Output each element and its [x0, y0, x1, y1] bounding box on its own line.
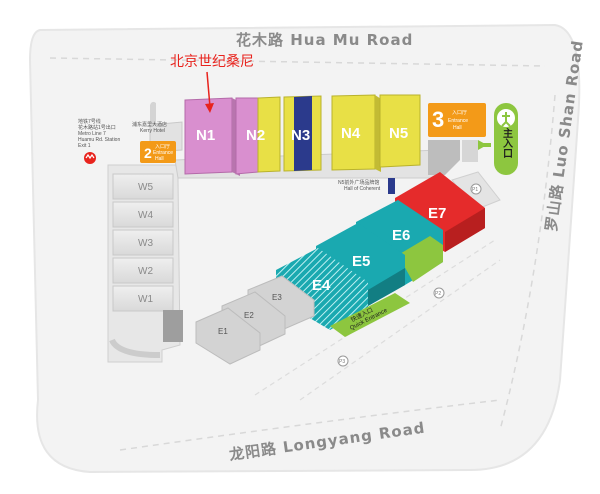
- hall-n5-label: N5: [389, 125, 408, 142]
- hall-w2-label: W2: [138, 266, 153, 277]
- entrance-hall-3-building: [428, 140, 460, 175]
- hall-of-coherent-en: Hall of Coherent: [344, 186, 381, 192]
- entrance-hall-3-zh: 入口厅: [452, 110, 467, 116]
- inner-road-line: [254, 239, 496, 396]
- entrance-hall-2-en2: Hall: [155, 156, 164, 162]
- hall-n5[interactable]: [379, 94, 421, 168]
- annotation-arrow-head: [205, 103, 214, 113]
- entrance-hall-2-zh: 入口厅: [155, 144, 170, 150]
- hall-n2-yellow: [257, 96, 281, 173]
- entrance-hall-3-en1: Entrance: [448, 118, 468, 124]
- hall-n2-label: N2: [246, 127, 265, 144]
- parking-p3-icon: [337, 355, 349, 367]
- metro-info: 地铁7号线 花木路站1号出口 Metro Line 7 Huamu Rd. St…: [78, 118, 120, 164]
- north-road-label: 花木路 Hua Mu Road: [236, 31, 413, 49]
- hall-n4-label: N4: [341, 125, 361, 142]
- hall-n3-label: N3: [291, 127, 310, 144]
- entrance-hall-3[interactable]: [428, 103, 486, 137]
- hotel-label-en: Kerry Hotel: [140, 128, 165, 134]
- hall-e3-label: E3: [272, 293, 282, 302]
- hall-e1-label: E1: [218, 327, 228, 336]
- metro-line4: Huamu Rd. Station: [78, 137, 120, 143]
- pedestrian-icon: [501, 112, 511, 127]
- west-halls: W5 W4 W3 W2 W1: [112, 173, 174, 312]
- hall-e6-green: [398, 236, 443, 282]
- hall-w2[interactable]: [112, 257, 174, 284]
- hall-e4-label: E4: [312, 277, 331, 294]
- connector-block: [163, 310, 183, 342]
- parking-p2-label: P2: [435, 291, 441, 297]
- hall-w1-label: W1: [138, 294, 153, 305]
- hall-w4-label: W4: [138, 210, 153, 221]
- hall-w3[interactable]: [112, 229, 174, 256]
- hall-e7-side: [445, 208, 485, 252]
- north-road-line: [49, 57, 546, 67]
- quick-entrance[interactable]: [330, 293, 410, 337]
- entrance-hall-3-num: 3: [432, 107, 444, 132]
- parking-p3-label: P3: [339, 359, 345, 365]
- entrance-hall-3-annex: [462, 140, 478, 162]
- entrance-hall-2-num: 2: [144, 145, 152, 161]
- south-road-line: [119, 399, 501, 451]
- hall-w4[interactable]: [112, 201, 174, 228]
- hall-w1[interactable]: [112, 285, 174, 312]
- main-entrance-arrow: [478, 140, 487, 150]
- hall-e5-side: [368, 268, 405, 306]
- inner-road-line-2: [299, 259, 501, 401]
- parking-p1-label: P1: [472, 187, 478, 193]
- hall-n1-label: N1: [196, 127, 215, 144]
- hall-e5-label: E5: [352, 253, 370, 270]
- hall-e6-label: E6: [392, 227, 410, 244]
- hall-e7-label: E7: [428, 205, 446, 222]
- hall-n3[interactable]: [294, 96, 312, 171]
- annotation-label: 北京世纪桑尼: [170, 54, 254, 70]
- hall-w5-label: W5: [138, 182, 153, 193]
- metro-line2: 花木路站1号出口: [78, 124, 116, 131]
- hall-w5[interactable]: [112, 173, 174, 200]
- hall-w3-label: W3: [138, 238, 153, 249]
- hall-of-coherent[interactable]: [388, 178, 395, 194]
- hotel-label-zh: 浦东嘉里大酒店: [132, 121, 167, 128]
- metro-line3: Metro Line 7: [78, 131, 106, 137]
- annotation-arrow-line: [206, 71, 211, 108]
- east-road-line: [499, 94, 556, 431]
- east-halls: E7 E6 E5 E4 E3 E2 E1: [195, 172, 485, 365]
- parking-p2-icon: [433, 287, 445, 299]
- metro-line1: 地铁7号线: [78, 118, 101, 125]
- main-entrance-arrow-stem: [483, 143, 491, 147]
- main-entrance-label: 主入口: [501, 127, 513, 158]
- north-halls: N1 N2 N3 N4 N5: [184, 94, 421, 176]
- entrance-hall-2-en1: Entrance: [153, 150, 173, 156]
- entrance-hall-2[interactable]: [140, 141, 176, 163]
- metro-icon-glyph: [85, 153, 95, 160]
- hall-of-coherent-zh: N5前外广场品牌馆: [338, 179, 379, 186]
- entrance-hall-3-en2: Hall: [453, 125, 462, 131]
- parking-p1-icon: [470, 183, 482, 195]
- west-corridor-bend: [109, 338, 161, 358]
- kerry-hotel-tower: [150, 101, 156, 125]
- hall-e2-label: E2: [244, 311, 254, 320]
- hall-e1[interactable]: [195, 307, 261, 365]
- metro-line5: Exit 1: [78, 143, 91, 149]
